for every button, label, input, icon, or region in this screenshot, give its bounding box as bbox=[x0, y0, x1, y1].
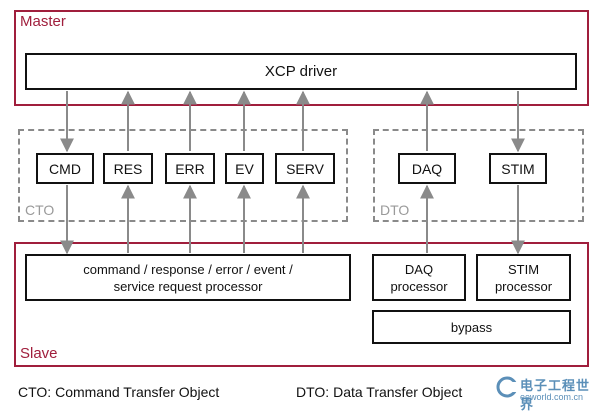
err-box: ERR bbox=[165, 153, 215, 184]
eeworld-logo-text: 电子工程世界 bbox=[520, 378, 591, 412]
bypass-label: bypass bbox=[450, 319, 493, 335]
cmd-label: CMD bbox=[49, 160, 81, 177]
eeworld-logo: 电子工程世界 eeworld.com.cn bbox=[496, 371, 594, 412]
err-label: ERR bbox=[175, 160, 205, 177]
daq-processor-box: DAQ processor bbox=[372, 254, 466, 301]
command-processor-line1: command / response / error / event / bbox=[83, 261, 293, 277]
cto-group bbox=[18, 129, 348, 222]
dto-group-label: DTO bbox=[380, 202, 410, 218]
serv-label: SERV bbox=[286, 160, 324, 177]
daq-box: DAQ bbox=[398, 153, 456, 184]
slave-label: Slave bbox=[20, 345, 58, 362]
slave-frame bbox=[14, 242, 589, 367]
daq-processor-line1: DAQ bbox=[404, 261, 434, 277]
legend-cto: CTO: Command Transfer Object bbox=[18, 384, 220, 400]
ev-label: EV bbox=[235, 160, 254, 177]
xcp-driver-box: XCP driver bbox=[25, 53, 577, 90]
cto-group-label: CTO bbox=[25, 202, 55, 218]
legend-dto: DTO: Data Transfer Object bbox=[296, 384, 463, 400]
stim-processor-box: STIM processor bbox=[476, 254, 571, 301]
eeworld-logo-mark bbox=[496, 376, 518, 398]
stim-box: STIM bbox=[489, 153, 547, 184]
stim-label: STIM bbox=[501, 160, 535, 177]
ev-box: EV bbox=[225, 153, 264, 184]
master-frame bbox=[14, 10, 589, 106]
serv-box: SERV bbox=[275, 153, 335, 184]
command-processor-box: command / response / error / event / ser… bbox=[25, 254, 351, 301]
daq-processor-line2: processor bbox=[390, 278, 448, 294]
daq-label: DAQ bbox=[411, 160, 443, 177]
xcp-driver-label: XCP driver bbox=[264, 63, 338, 80]
res-box: RES bbox=[103, 153, 153, 184]
res-label: RES bbox=[113, 160, 143, 177]
command-processor-line2: service request processor bbox=[113, 278, 263, 294]
bypass-box: bypass bbox=[372, 310, 571, 344]
stim-processor-line1: STIM bbox=[507, 261, 540, 277]
cmd-box: CMD bbox=[36, 153, 94, 184]
eeworld-logo-site: eeworld.com.cn bbox=[520, 392, 584, 402]
dto-group bbox=[373, 129, 584, 222]
stim-processor-line2: processor bbox=[494, 278, 553, 294]
master-label: Master bbox=[20, 13, 66, 30]
